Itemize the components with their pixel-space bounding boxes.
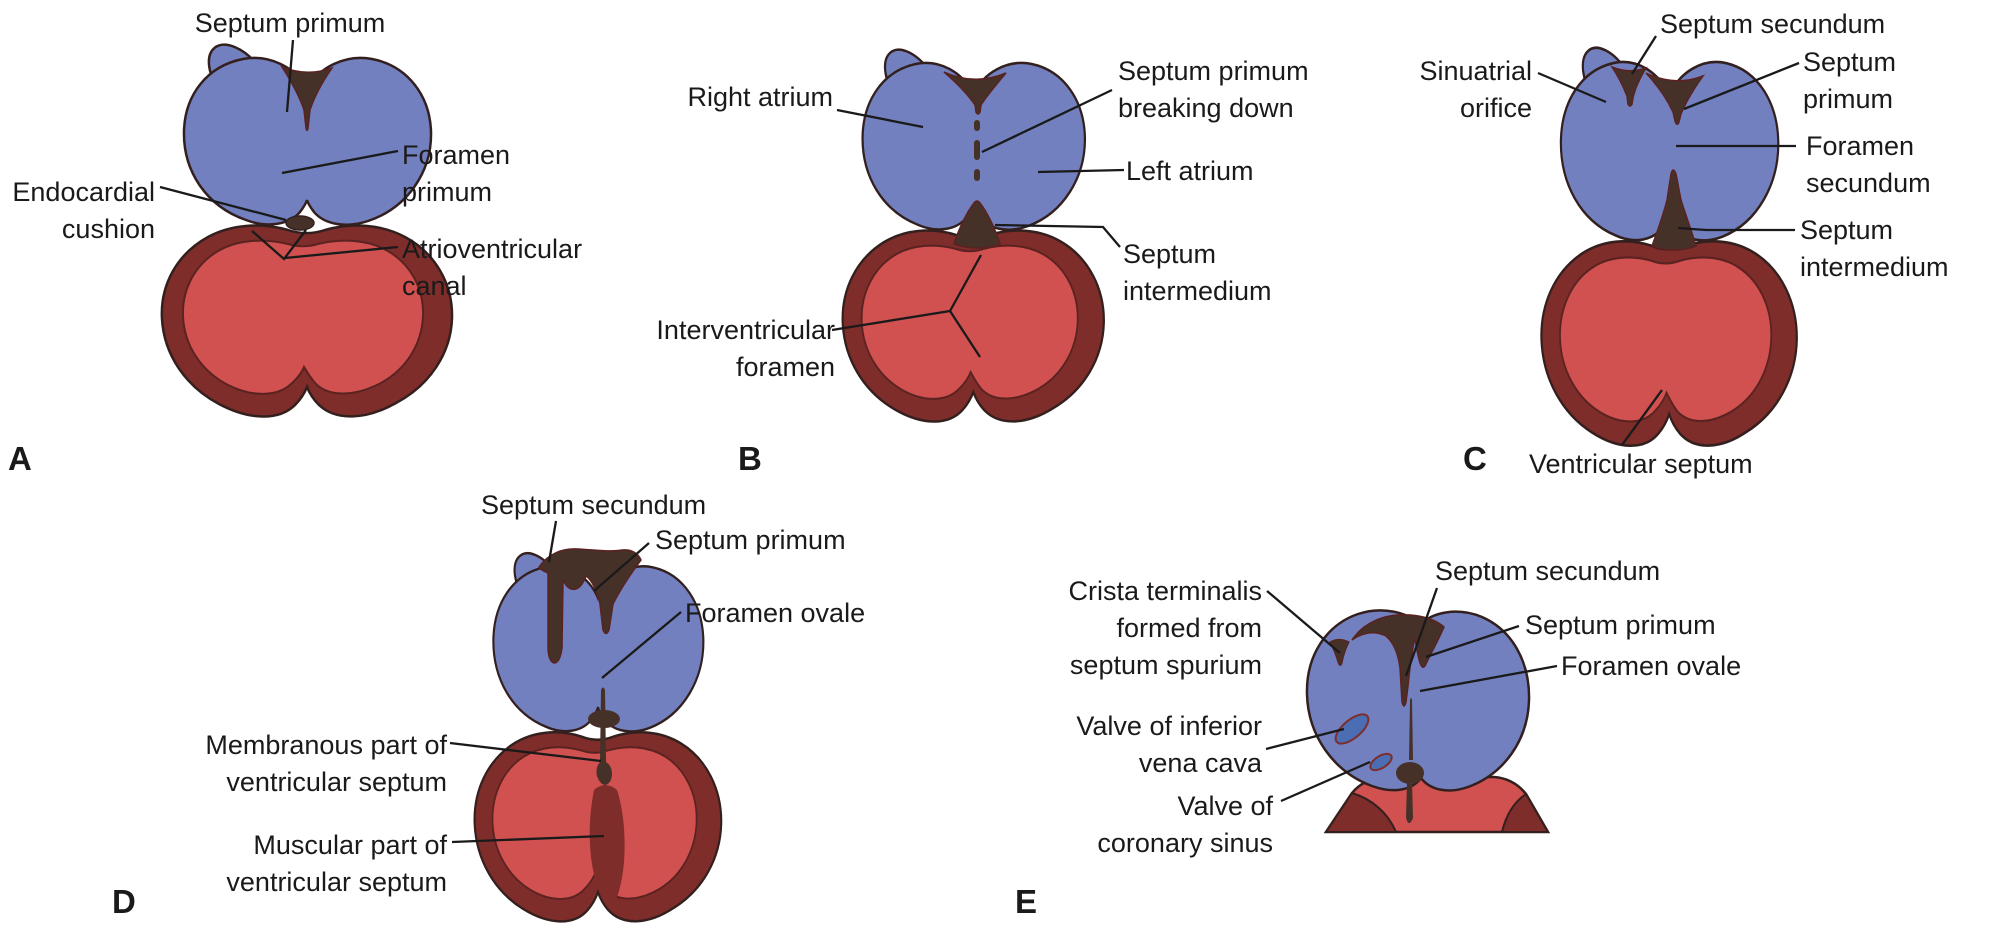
label-line: Septum xyxy=(1800,215,1894,245)
label-line: orifice xyxy=(1459,93,1532,123)
septum-primum-dashes xyxy=(974,120,980,181)
label-line: Septum primum xyxy=(1525,610,1716,640)
label-line: intermedium xyxy=(1123,276,1272,306)
label-line: Foramen ovale xyxy=(1561,651,1742,681)
label-line: cushion xyxy=(61,214,155,244)
label-line: ventricular septum xyxy=(226,767,447,797)
label-line: Membranous part of xyxy=(205,730,447,760)
label-sinuatrial-orifice: Sinuatrial orifice xyxy=(1380,53,1532,127)
label-line: ventricular septum xyxy=(226,867,447,897)
panel-d-leader-lines xyxy=(449,520,682,844)
panel-b-heart xyxy=(831,37,1125,423)
label-line: Septum secundum xyxy=(1435,556,1661,586)
label-septum-primum-breaking-down: Septum primum breaking down xyxy=(1118,53,1388,127)
label-septum-primum-c: Septum primum xyxy=(1803,44,1973,118)
label-line: Septum xyxy=(1803,47,1897,77)
label-line: Septum primum xyxy=(655,525,846,555)
label-foramen-primum: Foramen primum xyxy=(402,137,622,211)
label-line: Valve of xyxy=(1177,791,1273,821)
label-line: intermedium xyxy=(1800,252,1949,282)
label-membranous-part: Membranous part of ventricular septum xyxy=(145,727,447,801)
panel-c-leader-lines xyxy=(1537,35,1800,446)
label-foramen-ovale-d: Foramen ovale xyxy=(685,595,905,632)
panel-letter-b: B xyxy=(738,440,762,477)
panel-c-heart xyxy=(1537,34,1800,448)
panel-letter-a: A xyxy=(8,440,32,477)
label-endocardial-cushion: Endocardial cushion xyxy=(0,174,155,248)
label-line: Septum secundum xyxy=(1660,9,1886,39)
panel-letter-c: C xyxy=(1463,440,1487,477)
label-septum-primum-e: Septum primum xyxy=(1525,607,1785,644)
label-foramen-secundum: Foramen secundum xyxy=(1806,128,1986,202)
label-valve-of-inferior-vena-cava: Valve of inferior vena cava xyxy=(962,708,1262,782)
label-line: canal xyxy=(402,271,467,301)
panel-a-heart xyxy=(159,32,454,418)
panel-letter-d: D xyxy=(112,883,136,920)
label-line: vena cava xyxy=(1138,748,1262,778)
label-line: Atrioventricular xyxy=(402,234,583,264)
label-line: formed from xyxy=(1116,613,1262,643)
panel-e-leader-lines xyxy=(1265,587,1558,803)
panel-e-heart xyxy=(1265,587,1558,834)
label-valve-of-coronary-sinus: Valve of coronary sinus xyxy=(973,788,1273,862)
label-line: primum xyxy=(402,177,493,207)
label-line: Ventricular septum xyxy=(1529,449,1753,479)
label-line: breaking down xyxy=(1118,93,1294,123)
label-line: Crista terminalis xyxy=(1068,576,1262,606)
panel-a-leader-lines xyxy=(159,39,399,261)
label-line: Muscular part of xyxy=(253,830,447,860)
label-line: Foramen ovale xyxy=(685,598,866,628)
panel-d-heart xyxy=(449,520,723,923)
label-interventricular-foramen: Interventricular foramen xyxy=(587,312,835,386)
label-septum-intermedium-b: Septum intermedium xyxy=(1123,236,1343,310)
label-line: Septum primum xyxy=(194,8,386,38)
label-line: Left atrium xyxy=(1126,156,1254,186)
label-septum-secundum-c: Septum secundum xyxy=(1660,6,1960,43)
label-right-atrium: Right atrium xyxy=(633,79,833,116)
label-line: Endocardial xyxy=(12,177,155,207)
label-line: secundum xyxy=(1806,168,1931,198)
label-septum-primum-a: Septum primum xyxy=(170,5,410,42)
label-line: Valve of inferior xyxy=(1076,711,1262,741)
label-septum-intermedium-c: Septum intermedium xyxy=(1800,212,1992,286)
label-line: Septum xyxy=(1123,239,1217,269)
panel-b-leader-lines xyxy=(831,88,1125,358)
label-septum-secundum-e: Septum secundum xyxy=(1435,553,1735,590)
label-line: primum xyxy=(1803,84,1894,114)
label-ventricular-septum: Ventricular septum xyxy=(1529,446,1829,483)
label-line: septum spurium xyxy=(1069,650,1262,680)
label-line: coronary sinus xyxy=(1097,828,1273,858)
label-line: Foramen xyxy=(402,140,511,170)
label-line: Right atrium xyxy=(687,82,833,112)
label-crista-terminalis: Crista terminalis formed from septum spu… xyxy=(962,573,1262,684)
endocardial-cushion-shape xyxy=(285,215,315,231)
label-foramen-ovale-e: Foramen ovale xyxy=(1561,648,1801,685)
label-septum-primum-d: Septum primum xyxy=(655,522,895,559)
label-muscular-part: Muscular part of ventricular septum xyxy=(145,827,447,901)
label-line: Sinuatrial xyxy=(1419,56,1532,86)
label-line: Foramen xyxy=(1806,131,1915,161)
label-left-atrium: Left atrium xyxy=(1126,153,1326,190)
label-septum-secundum-d: Septum secundum xyxy=(481,487,771,524)
label-line: Septum secundum xyxy=(481,490,707,520)
panel-letter-e: E xyxy=(1015,883,1038,920)
label-atrioventricular-canal: Atrioventricular canal xyxy=(402,231,642,305)
label-line: Interventricular xyxy=(656,315,835,345)
label-line: Septum primum xyxy=(1118,56,1309,86)
label-line: foramen xyxy=(735,352,835,382)
